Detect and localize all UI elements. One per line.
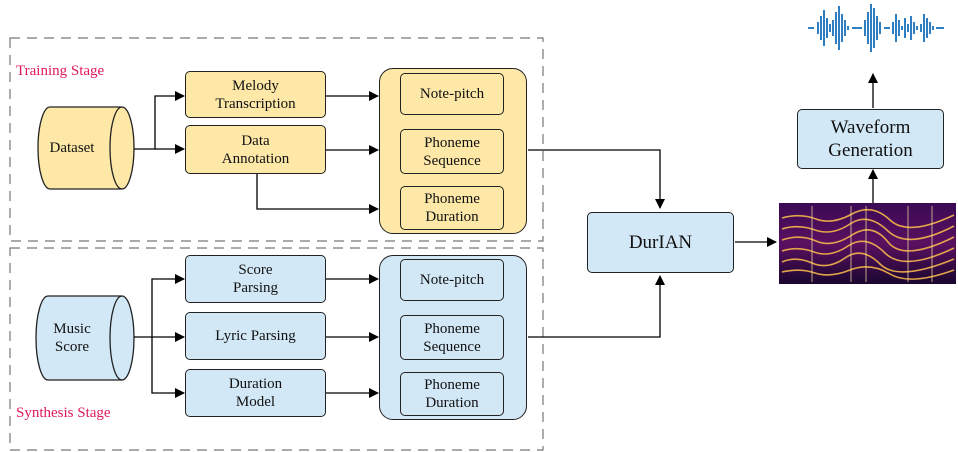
synthesis-phoneme-sequence-box: Phoneme Sequence xyxy=(400,315,504,360)
lyric-parsing-label: Lyric Parsing xyxy=(215,328,296,344)
waveform-icon xyxy=(808,4,944,52)
spectrogram-image xyxy=(779,203,956,284)
synthesis-note-pitch-box: Note-pitch xyxy=(400,259,504,301)
training-phoneme-sequence-line2: Sequence xyxy=(423,152,481,169)
synthesis-phoneme-sequence-line2: Sequence xyxy=(423,338,481,355)
score-parsing-line2: Parsing xyxy=(233,280,278,296)
duration-model-box: Duration Model xyxy=(185,369,326,417)
training-phoneme-duration-line2: Duration xyxy=(425,209,479,225)
synthesis-stage-label: Synthesis Stage xyxy=(16,405,111,421)
synthesis-note-pitch-label: Note-pitch xyxy=(419,272,485,288)
waveform-generation-line2: Generation xyxy=(828,140,913,161)
synthesis-phoneme-duration-box: Phoneme Duration xyxy=(400,372,504,416)
training-phoneme-sequence-box: Phoneme Sequence xyxy=(400,129,504,174)
arrow-dataset-melody xyxy=(134,91,185,150)
training-phoneme-sequence-line1: Phoneme xyxy=(424,134,480,151)
music-score-label: Music Score xyxy=(27,320,117,356)
arrow-synthesis-durian xyxy=(528,275,665,338)
synthesis-phoneme-duration-line1: Phoneme xyxy=(424,377,480,393)
synthesis-stage-frame xyxy=(9,247,544,451)
training-stage-label: Training Stage xyxy=(16,63,105,79)
melody-transcription-box: Melody Transcription xyxy=(185,71,326,118)
synthesis-phoneme-duration-line2: Duration xyxy=(425,395,479,411)
dataset-label: Dataset xyxy=(49,140,95,156)
training-phoneme-duration-line1: Phoneme xyxy=(424,191,480,207)
training-phoneme-duration-box: Phoneme Duration xyxy=(400,186,504,230)
training-note-pitch-label: Note-pitch xyxy=(419,86,485,102)
waveform-generation-box: Waveform Generation xyxy=(797,109,944,169)
arrow-score-parsing xyxy=(134,274,185,338)
score-parsing-line1: Score xyxy=(238,262,273,278)
annotation-line1: Data xyxy=(241,132,270,149)
data-annotation-box: Data Annotation xyxy=(185,125,326,174)
melody-line1: Melody xyxy=(232,77,279,94)
lyric-parsing-box: Lyric Parsing xyxy=(185,312,326,360)
music-score-line1: Music xyxy=(53,321,91,337)
dataset-cylinder xyxy=(37,106,135,190)
annotation-line2: Annotation xyxy=(221,150,290,167)
score-parsing-box: Score Parsing xyxy=(185,255,326,303)
training-note-pitch-box: Note-pitch xyxy=(400,73,504,115)
arrow-annotation-duration xyxy=(256,174,379,214)
durian-box: DurIAN xyxy=(587,212,734,273)
durian-label: DurIAN xyxy=(628,232,693,253)
training-stage-frame xyxy=(9,37,544,242)
music-score-cylinder xyxy=(35,295,135,381)
duration-model-line1: Duration xyxy=(228,376,283,392)
synthesis-phoneme-sequence-line1: Phoneme xyxy=(424,320,480,337)
waveform-generation-line1: Waveform xyxy=(830,117,911,138)
duration-model-line2: Model xyxy=(235,394,276,410)
music-score-line2: Score xyxy=(54,339,90,355)
melody-line2: Transcription xyxy=(215,95,296,112)
arrow-score-duration xyxy=(151,337,185,398)
arrow-training-durian xyxy=(528,149,665,209)
